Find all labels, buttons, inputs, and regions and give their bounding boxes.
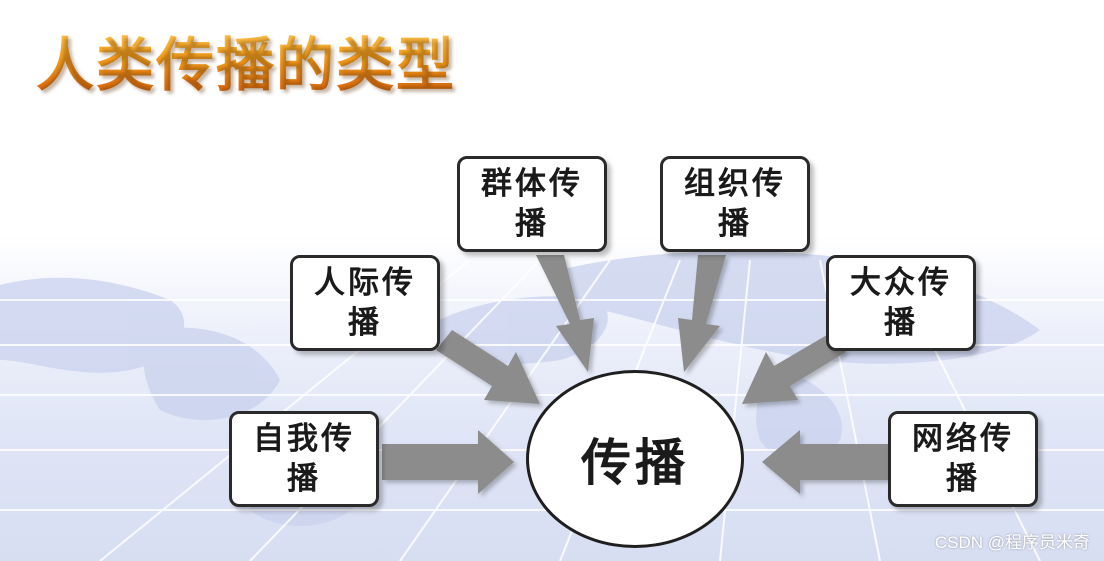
center-node: 传播 <box>526 370 744 548</box>
node-network-label: 网络传播 <box>912 421 1014 497</box>
node-self-label: 自我传播 <box>253 421 355 497</box>
node-mass-label: 大众传播 <box>850 265 952 341</box>
node-interpersonal-label: 人际传播 <box>314 265 416 341</box>
arrow-mass <box>742 332 846 404</box>
node-network: 网络传播 <box>888 411 1038 507</box>
arrow-organizational <box>678 255 726 372</box>
arrow-interpersonal <box>436 330 540 404</box>
arrow-network <box>762 430 888 494</box>
node-group: 群体传播 <box>457 156 607 252</box>
node-mass: 大众传播 <box>826 255 976 351</box>
page-title: 人类传播的类型 <box>36 18 456 102</box>
center-node-label: 传播 <box>581 434 689 492</box>
node-self: 自我传播 <box>229 411 379 507</box>
arrow-self <box>382 430 514 494</box>
node-organizational: 组织传播 <box>660 156 810 252</box>
arrow-group <box>536 255 594 372</box>
node-organizational-label: 组织传播 <box>684 166 786 242</box>
watermark: CSDN @程序员米奇 <box>934 533 1090 552</box>
node-interpersonal: 人际传播 <box>290 255 440 351</box>
node-group-label: 群体传播 <box>481 166 583 242</box>
